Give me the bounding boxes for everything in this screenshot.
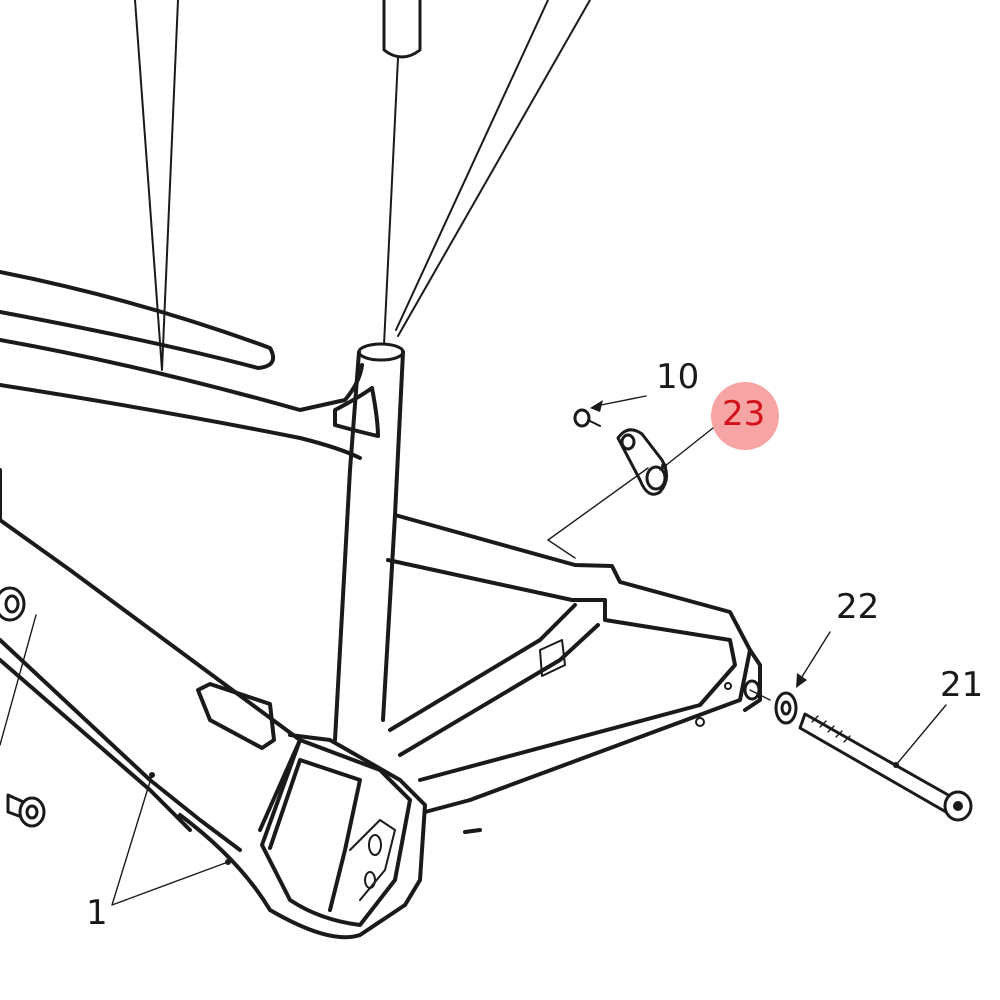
- callout-21[interactable]: 21: [940, 665, 984, 705]
- bushing-left: [0, 586, 46, 828]
- callout-23[interactable]: 23: [722, 394, 766, 434]
- seat-post-stub: [382, 0, 422, 59]
- seat-tube: [333, 342, 405, 742]
- top-leader-lines: [134, 0, 591, 371]
- top-tube: [0, 270, 364, 460]
- thru-axle-part-21: [798, 712, 973, 822]
- rear-triangle: [386, 513, 762, 814]
- callout-1[interactable]: 1: [86, 893, 108, 933]
- hanger-bracket-part-23: [616, 428, 668, 496]
- selected-callout-highlight: [711, 382, 779, 450]
- bolt-part-10: [573, 408, 601, 428]
- callout-leaders: [0, 395, 947, 906]
- down-tube-and-motor-mount: [0, 468, 482, 940]
- washer-part-22: [774, 691, 798, 725]
- callout-10[interactable]: 10: [656, 357, 700, 397]
- callout-22[interactable]: 22: [836, 587, 880, 627]
